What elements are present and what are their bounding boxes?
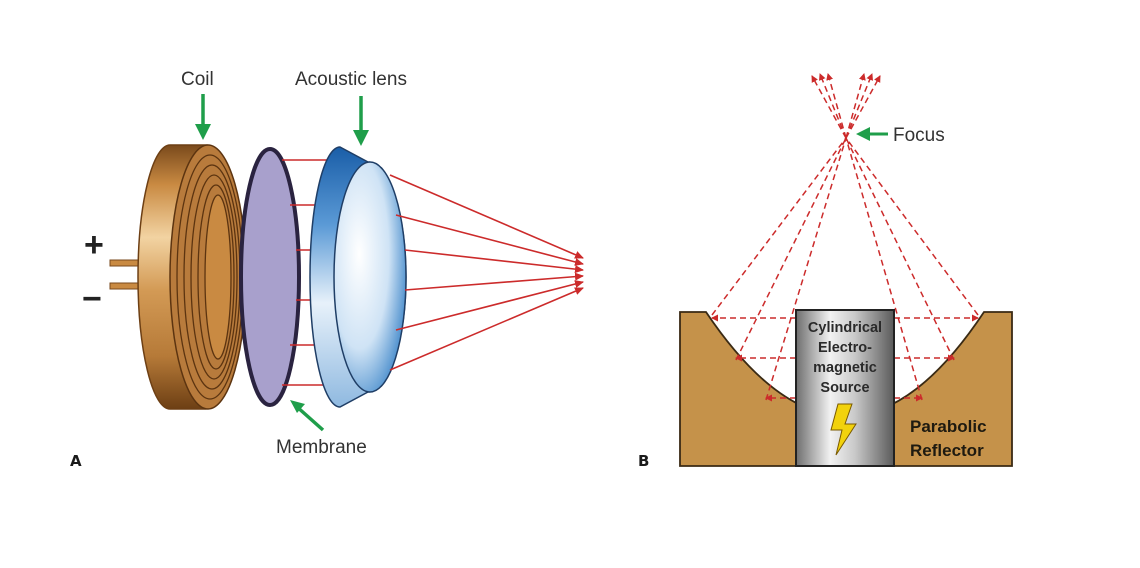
reflected-wave-rays: [711, 73, 979, 401]
coil-arrow-icon: [195, 94, 211, 140]
lightning-bolt-icon: [830, 403, 857, 456]
reflector-label-line-2: Reflector: [910, 441, 984, 460]
acoustic-lens-label: Acoustic lens: [295, 69, 407, 90]
panel-a: + −: [70, 69, 584, 470]
panel-b: Cylindrical Electro- magnetic Source Foc…: [638, 73, 1013, 470]
membrane-arrow-icon: [290, 400, 325, 432]
acoustic-lens: [309, 146, 407, 408]
reflector-label-line-1: Parabolic: [910, 417, 987, 436]
lens-arrow-icon: [353, 96, 369, 146]
coil: [137, 144, 247, 410]
focus-label: Focus: [893, 125, 945, 146]
source-label-line-4: Source: [820, 380, 869, 396]
membrane: [239, 147, 301, 407]
source-label-line-2: Electro-: [818, 340, 872, 356]
coil-label: Coil: [181, 69, 214, 90]
plus-sign: +: [84, 226, 104, 264]
panel-a-letter: A: [70, 452, 82, 470]
focused-wave-arrows: [389, 174, 584, 371]
focus-arrow-icon: [856, 127, 888, 141]
emitted-waves: [711, 314, 979, 402]
source-label-line-3: magnetic: [813, 360, 877, 376]
minus-sign: −: [82, 280, 102, 318]
membrane-label: Membrane: [276, 437, 367, 458]
source-label-line-1: Cylindrical: [808, 320, 882, 336]
panel-b-letter: B: [638, 452, 649, 470]
cylindrical-source: [795, 309, 895, 467]
